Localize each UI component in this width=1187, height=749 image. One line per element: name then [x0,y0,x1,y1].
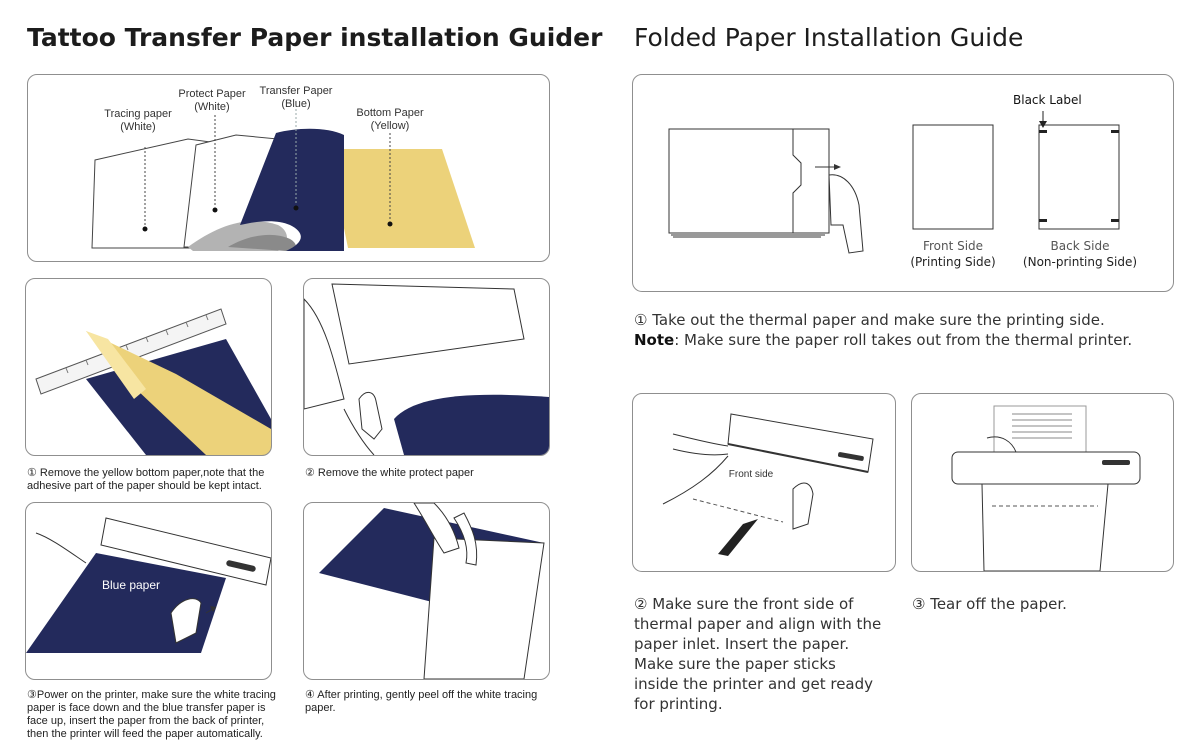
paper-sides-panel: Black Label Front Side(Printing Side) Ba… [632,74,1174,292]
insert-paper-illustration [662,413,874,556]
tear-paper-illustration [951,405,1141,571]
step1-caption: ① Remove the yellow bottom paper,note th… [27,467,265,492]
step3-image-panel: Blue paper [25,502,272,680]
front-side-label: Front Side(Printing Side) [910,239,996,269]
step1-image-panel [25,278,272,456]
paper-sides-illustration [668,111,1120,254]
left-title: Tattoo Transfer Paper installation Guide… [27,23,603,52]
step4-image-panel [303,502,550,680]
transfer-paper-label: Transfer Paper(Blue) [259,85,333,110]
blue-paper-label: Blue paper [101,578,161,592]
right-step2-image-panel: Front side [632,393,896,572]
tracing-paper-label: Tracing paper(White) [104,108,172,133]
layers-diagram-panel: Tracing paper(White) Protect Paper(White… [27,74,550,262]
peel-yellow-illustration [35,308,271,455]
front-side-image-label: Front side [728,469,774,480]
bottom-paper-label: Bottom Paper(Yellow) [356,107,424,132]
back-side-label: Back Side(Non-printing Side) [1022,239,1138,269]
black-label-caption: Black Label [1013,93,1082,107]
right-step1-text: ① Take out the thermal paper and make su… [634,311,1133,349]
step2-caption: ② Remove the white protect paper [305,467,474,479]
right-step2-text: ② Make sure the front side of thermal pa… [634,595,882,713]
right-step3-text: ③ Tear off the paper. [912,595,1067,613]
remove-protect-illustration [304,283,549,455]
right-step3-image-panel [911,393,1174,572]
protect-paper-label: Protect Paper(White) [178,88,246,113]
layers-illustration [91,105,475,251]
right-title: Folded Paper Installation Guide [634,23,1024,52]
printer-blue-paper-illustration [26,517,271,653]
step3-caption: ③Power on the printer, make sure the whi… [27,689,276,740]
peel-tracing-illustration [319,503,545,679]
step2-image-panel [303,278,550,456]
step4-caption: ④ After printing, gently peel off the wh… [305,689,538,714]
